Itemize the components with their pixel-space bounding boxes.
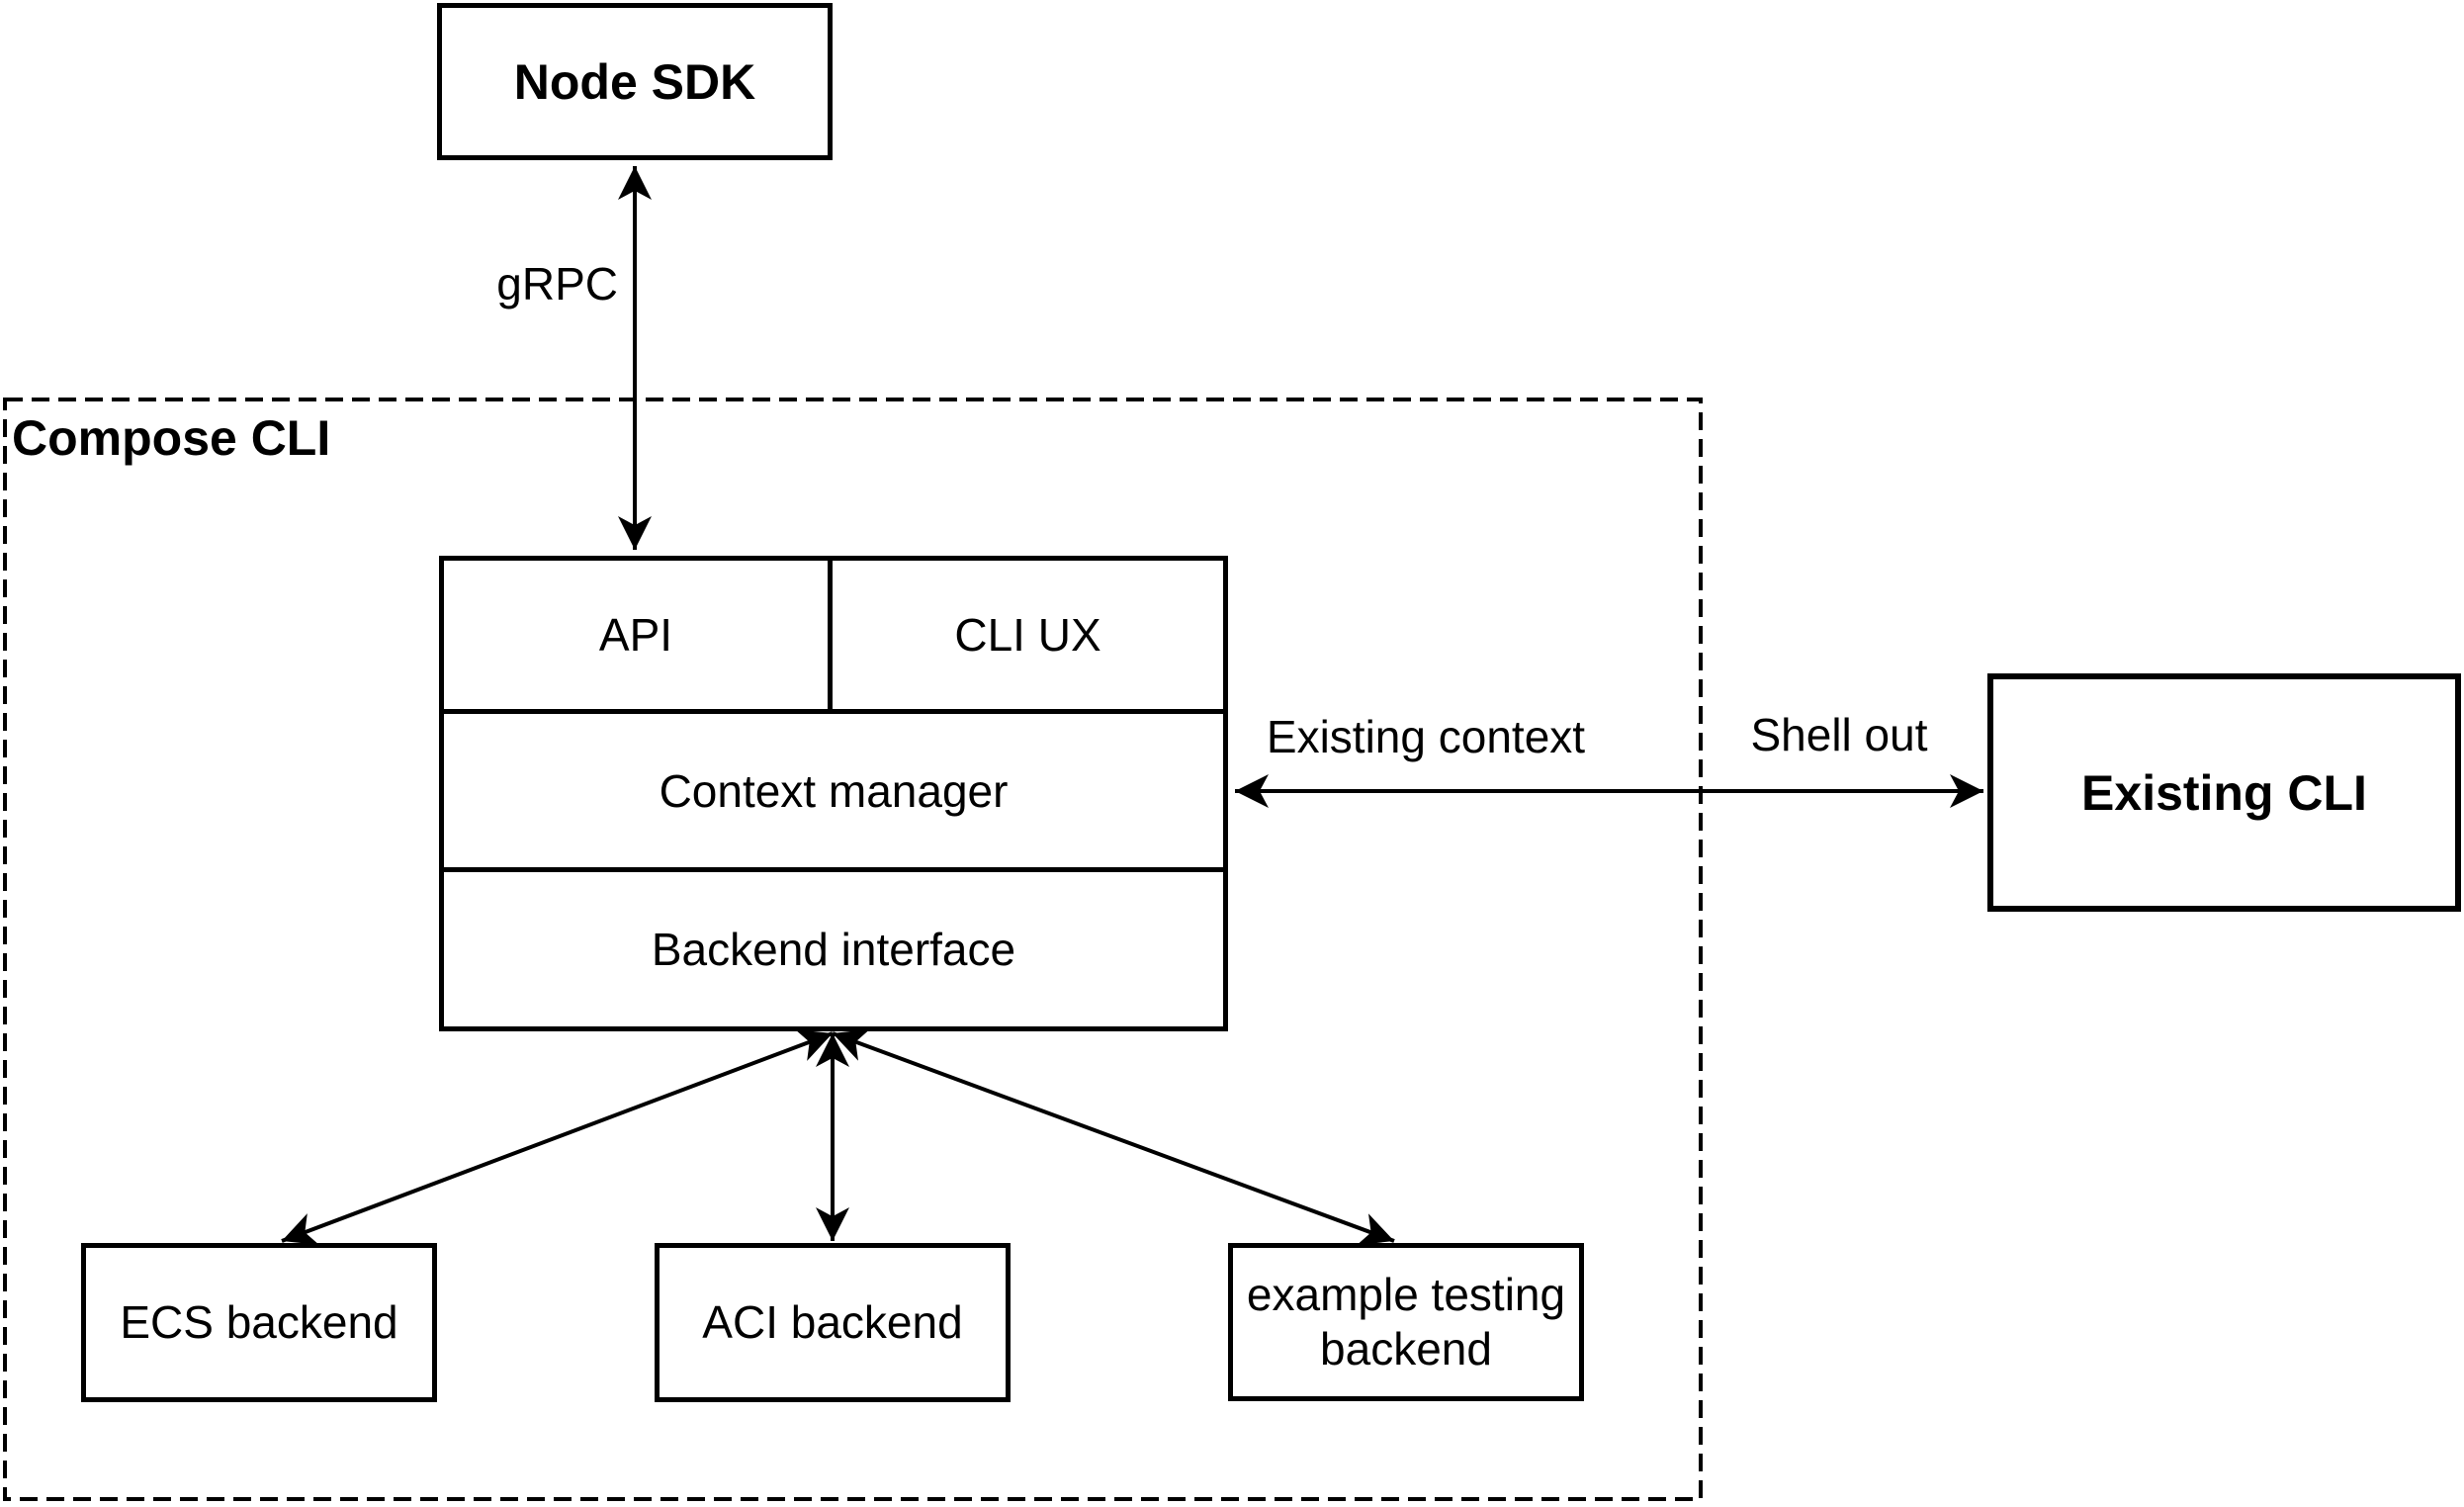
existing-context-edge-label: Existing context [1266, 711, 1586, 762]
stack-row-top: API CLI UX [444, 561, 1223, 714]
backend-interface-row: Backend interface [444, 872, 1223, 1026]
example-testing-backend-label: example testing backend [1246, 1268, 1566, 1374]
aci-backend-box: ACI backend [655, 1243, 1011, 1402]
node-sdk-box: Node SDK [437, 3, 833, 160]
fan-arrow-example [832, 1028, 1395, 1246]
compose-cli-stack-box: API CLI UX Context manager Backend inter… [439, 556, 1228, 1031]
cli-ux-label: CLI UX [954, 609, 1101, 661]
api-label: API [598, 609, 673, 661]
cli-ux-cell: CLI UX [833, 561, 1223, 709]
api-cell: API [444, 561, 833, 709]
ecs-backend-label: ECS backend [120, 1295, 398, 1348]
existing-cli-label: Existing CLI [2081, 764, 2367, 821]
ecs-backend-box: ECS backend [81, 1243, 437, 1402]
grpc-edge-label: gRPC [496, 258, 618, 310]
context-manager-label: Context manager [659, 764, 1009, 817]
aci-backend-label: ACI backend [702, 1295, 963, 1348]
node-sdk-label: Node SDK [513, 53, 756, 110]
fan-arrow-ecs [281, 1029, 834, 1245]
example-testing-backend-box: example testing backend [1228, 1243, 1584, 1401]
backend-interface-label: Backend interface [651, 924, 1016, 975]
existing-cli-box: Existing CLI [1987, 673, 2461, 912]
context-manager-row: Context manager [444, 714, 1223, 872]
compose-cli-group-label: Compose CLI [12, 410, 331, 466]
shell-out-edge-label: Shell out [1750, 709, 1928, 760]
